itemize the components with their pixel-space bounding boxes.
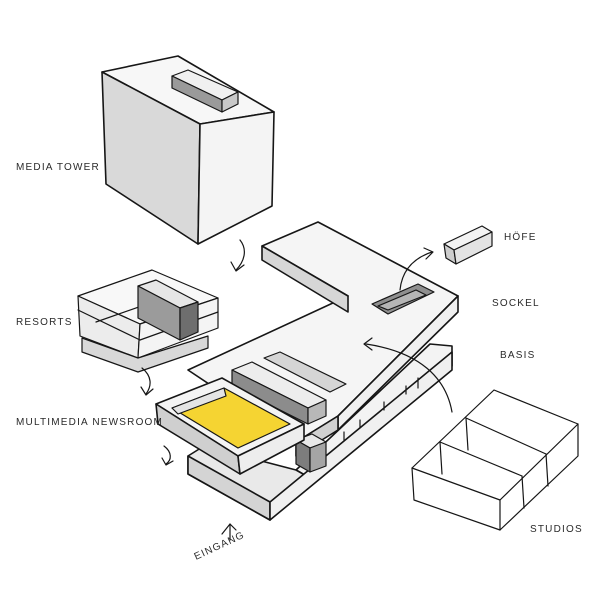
- multimedia-newsroom: [155, 377, 305, 475]
- hoefe-block: [443, 225, 493, 265]
- label-basis: BASIS: [500, 350, 535, 361]
- arrow-newsroom-to-basis: [161, 445, 174, 466]
- resorts-block: [77, 269, 219, 373]
- label-resorts: RESORTS: [16, 317, 73, 328]
- label-eingang: EINGANG: [193, 530, 247, 563]
- arrow-sockel-to-hoefe: [399, 247, 434, 291]
- sockel-bar: [231, 351, 347, 425]
- basis-slab: [187, 343, 453, 521]
- eingang-arrow: [221, 523, 237, 541]
- label-multimedia-newsroom: MULTIMEDIA NEWSROOM: [16, 417, 163, 428]
- arrow-to-basis: [363, 337, 453, 413]
- studios-wireframe: [411, 389, 579, 531]
- media-tower: [101, 55, 275, 245]
- label-sockel: SOCKEL: [492, 298, 540, 309]
- label-studios: STUDIOS: [530, 524, 583, 535]
- label-hoefe: HÖFE: [504, 231, 537, 243]
- label-media-tower: MEDIA TOWER: [16, 162, 100, 173]
- arrow-resorts-to-newsroom: [140, 367, 154, 396]
- arrow-tower-to-sockel: [230, 239, 245, 272]
